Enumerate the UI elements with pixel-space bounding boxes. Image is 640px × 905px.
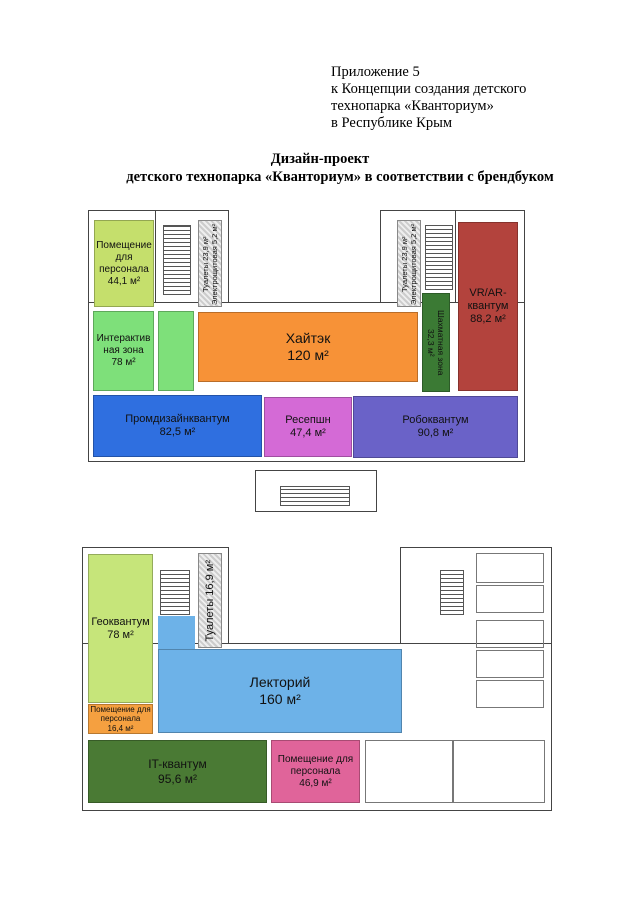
room-9 [453, 740, 545, 803]
room-area: 82,5 м² [159, 426, 196, 438]
staircase [163, 225, 191, 295]
room-name: Ресепшн [285, 414, 331, 426]
page-title: Дизайн-проект детского технопарка «Квант… [0, 150, 640, 186]
room-area: 16,4 м² [107, 723, 134, 733]
annex-line: технопарка «Кванториум» [331, 98, 494, 114]
room-area: 95,6 м² [158, 771, 197, 786]
room-area: 46,9 м² [299, 777, 332, 789]
room-name: Промдизайнквантум [125, 413, 230, 425]
room-name: IT-квантум [148, 756, 207, 771]
room-small [476, 680, 544, 708]
title-line: детского технопарка «Кванториум» в соотв… [126, 169, 554, 185]
annex-line: к Концепции создания детского [331, 81, 527, 97]
room-label: Туалеты 16,9 м² [204, 559, 216, 642]
annex-header: Приложение 5 к Концепции создания детско… [331, 64, 526, 132]
staircase [425, 225, 453, 290]
room-name: Помещение для персонала [277, 753, 354, 777]
room-lecture-annex [158, 616, 195, 650]
annex-line: в Республике Крым [331, 115, 452, 131]
room-area: 78 м² [111, 357, 136, 368]
room-name: Хайтэк [285, 330, 331, 346]
staircase [160, 570, 190, 615]
room-name: Помещение для персонала [90, 704, 151, 724]
room-name: VR/AR-квантум [467, 287, 509, 312]
room-area: 44,1 м² [107, 275, 141, 287]
room-name: Лекторий [249, 674, 311, 690]
room-name: Шахматная зона [436, 309, 446, 376]
room-area: 160 м² [259, 691, 301, 707]
staircase [440, 570, 464, 615]
annex-line: Приложение 5 [331, 64, 420, 80]
room-name: Геоквантум [91, 615, 150, 628]
staircase [280, 486, 350, 506]
room-name: Робоквантум [402, 414, 469, 426]
room-toilets-left: Туалеты 23,9 м² Электрощитовая 5,2 м² [198, 220, 222, 307]
room-10 [365, 740, 453, 803]
room-interactive-annex [158, 311, 194, 391]
room-small [476, 620, 544, 648]
room-small [476, 553, 544, 583]
room-area: 88,2 м² [470, 313, 506, 325]
room-area: 120 м² [287, 347, 329, 363]
room-toilets: Туалеты 16,9 м² [198, 553, 222, 648]
room-small [476, 585, 544, 613]
room-label: Туалеты 23,9 м² Электрощитовая 5,2 м² [400, 222, 418, 305]
room-name: Помещение для персонала [96, 239, 152, 275]
room-area: 32,3 м² [426, 328, 436, 357]
room-area: 90,8 м² [417, 427, 454, 439]
room-area: 78 м² [107, 628, 134, 641]
room-label: Туалеты 23,9 м² Электрощитовая 5,2 м² [201, 222, 219, 305]
room-area: 47,4 м² [290, 427, 326, 439]
room-name: Интерактивная зона [96, 333, 151, 356]
title-line: Дизайн-проект [270, 151, 370, 167]
room-small [476, 650, 544, 678]
room-toilets-right: Туалеты 23,9 м² Электрощитовая 5,2 м² [397, 220, 421, 307]
